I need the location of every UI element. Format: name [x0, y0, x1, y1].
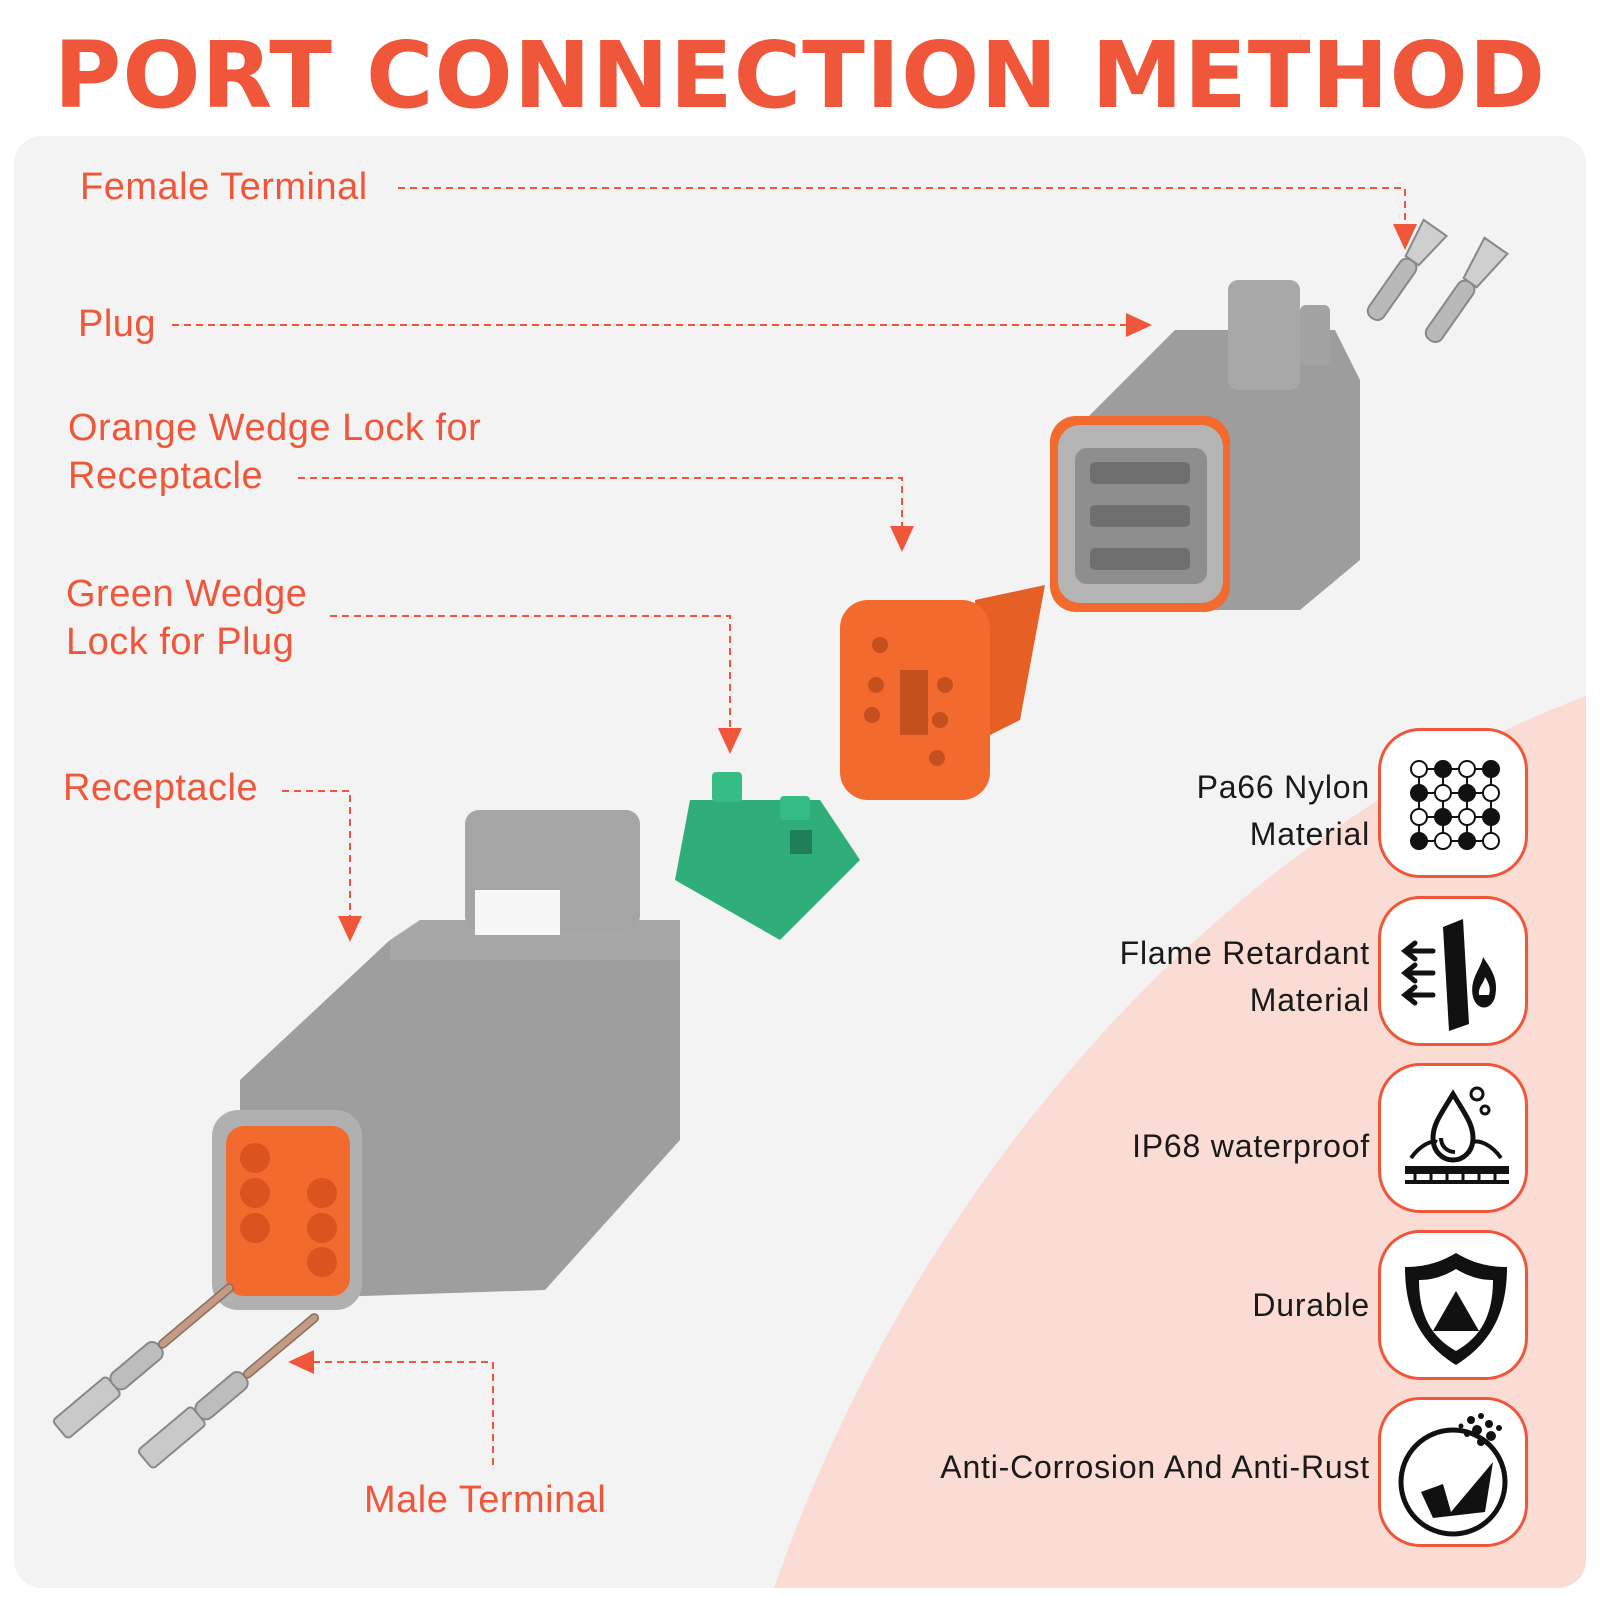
- label-green-wedge-line1: Green Wedge: [66, 573, 308, 615]
- feature-flame-line2: Material: [1249, 982, 1370, 1018]
- label-male-terminal: Male Terminal: [364, 1479, 607, 1521]
- green-wedge-lock: [675, 772, 860, 940]
- nylon-mesh-icon: [1378, 728, 1528, 878]
- flame-shield-icon: [1378, 896, 1528, 1046]
- feature-flame-text: Flame Retardant Material: [810, 930, 1370, 1024]
- feature-nylon-line1: Pa66 Nylon: [1196, 769, 1370, 805]
- label-orange-wedge-lock: Orange Wedge Lock for Receptacle: [68, 404, 481, 500]
- label-orange-wedge-line1: Orange Wedge Lock for: [68, 407, 482, 449]
- feature-anticorrosion-text: Anti-Corrosion And Anti-Rust: [940, 1449, 1370, 1485]
- male-terminal-pins: [52, 1283, 320, 1469]
- label-receptacle: Receptacle: [63, 767, 259, 809]
- shield-icon: [1378, 1230, 1528, 1380]
- page-title: PORT CONNECTION METHOD: [53, 22, 1547, 129]
- anti-rust-icon: [1378, 1397, 1528, 1547]
- feature-waterproof-text: IP68 waterproof: [1132, 1128, 1370, 1164]
- label-plug: Plug: [78, 303, 157, 345]
- label-orange-wedge-line2: Receptacle: [68, 455, 264, 497]
- feature-flame-line1: Flame Retardant: [1119, 935, 1370, 971]
- label-female-terminal: Female Terminal: [80, 166, 368, 208]
- label-green-wedge-lock: Green Wedge Lock for Plug: [66, 570, 307, 666]
- plug-connector: [1050, 280, 1360, 612]
- feature-nylon-line2: Material: [1249, 816, 1370, 852]
- female-terminal-pins: [1366, 218, 1509, 344]
- orange-wedge-lock: [840, 585, 1045, 800]
- receptacle-connector: [212, 810, 680, 1310]
- water-drop-icon: [1378, 1063, 1528, 1213]
- label-green-wedge-line2: Lock for Plug: [66, 621, 295, 663]
- leader-lines: [172, 187, 1417, 1465]
- feature-nylon-text: Pa66 Nylon Material: [810, 764, 1370, 858]
- feature-durable-text: Durable: [1252, 1287, 1370, 1323]
